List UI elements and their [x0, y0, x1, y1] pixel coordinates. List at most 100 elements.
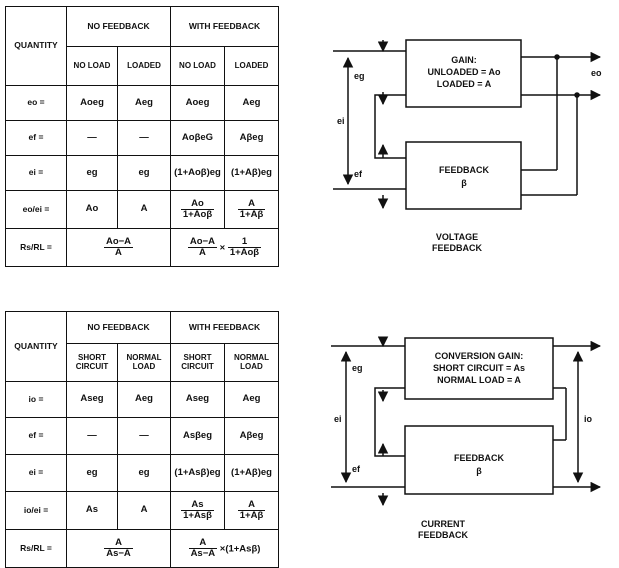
feedback-beta: β	[476, 466, 482, 476]
numerator: Ao−A	[103, 235, 134, 248]
gain-title: CONVERSION GAIN:	[435, 351, 524, 361]
table-header-row: QUANTITY NO FEEDBACK WITH FEEDBACK	[5, 311, 279, 382]
table-row: Rs/RL = Ao−A A Ao−A A × 1 1+Aoβ	[5, 228, 279, 267]
row-label: Rs/RL =	[5, 228, 67, 267]
times-sign: ×	[219, 242, 226, 254]
table-cell: A	[117, 190, 171, 229]
table-cell: (1+Asβ)eg	[170, 454, 225, 492]
numerator: A	[188, 537, 218, 549]
ei-label: ei	[334, 414, 342, 424]
table-cell: eg	[117, 454, 171, 492]
voltage-diagram-labels: GAIN: UNLOADED = Ao LOADED = A FEEDBACK …	[337, 55, 602, 253]
row-label: ei =	[5, 155, 67, 191]
denominator: 1+Asβ	[183, 510, 212, 521]
table-row: ef = — — AoβeG Aβeg	[5, 120, 279, 156]
subheader-fb-normal-load: NORMAL LOAD	[224, 343, 279, 382]
current-feedback-table: QUANTITY NO FEEDBACK WITH FEEDBACK SHORT…	[5, 311, 279, 568]
table-row: eo/ei = Ao A Ao 1+Aoβ A 1+Aβ	[5, 190, 279, 229]
table-cell: eg	[66, 155, 118, 191]
denominator: 1+Aβ	[239, 209, 264, 220]
gain-title: GAIN:	[451, 55, 477, 65]
numerator: Ao	[180, 198, 215, 210]
table-subheader-row: NO LOAD LOADED NO LOAD LOADED	[6, 46, 279, 86]
inner-loop-wire	[374, 94, 406, 159]
eo-label: eo	[591, 68, 602, 78]
table-cell: Ao 1+Aoβ	[170, 190, 225, 229]
denominator: A	[198, 247, 206, 258]
table-cell: AoβeG	[170, 120, 225, 156]
table-cell: As 1+Asβ	[170, 491, 225, 530]
numerator: A	[237, 198, 266, 210]
fraction: Ao−A A	[103, 235, 134, 259]
feedback-title: FEEDBACK	[454, 453, 505, 463]
table-cell: —	[66, 417, 118, 455]
numerator: A	[104, 537, 133, 549]
fraction: As 1+Asβ	[181, 499, 214, 522]
subheader-fb-no-load: NO LOAD	[170, 46, 225, 86]
table-cell: A 1+Aβ	[224, 190, 279, 229]
quantity-header: QUANTITY	[5, 311, 67, 382]
fraction: 1 1+Aoβ	[227, 236, 262, 259]
ef-label: ef	[354, 169, 363, 179]
table-cell: A 1+Aβ	[224, 491, 279, 530]
ei-label: ei	[337, 116, 345, 126]
times-factor: ×(1+Asβ)	[219, 543, 261, 555]
subheader-short-circuit: SHORT CIRCUIT	[66, 343, 118, 382]
denominator: As−A	[190, 548, 216, 559]
table-cell: —	[117, 120, 171, 156]
table-cell: Aeg	[117, 85, 171, 121]
table-row: ef = — — Asβeg Aβeg	[5, 417, 279, 455]
table-row: ei = eg eg (1+Asβ)eg (1+Aβ)eg	[5, 454, 279, 492]
table-cell: (1+Aβ)eg	[224, 454, 279, 492]
gain-normal-load: NORMAL LOAD = A	[437, 375, 521, 385]
eg-label: eg	[352, 363, 363, 373]
fraction: A As−A	[104, 537, 133, 560]
subheader-loaded: LOADED	[117, 46, 171, 86]
row-label: io/ei =	[5, 491, 67, 530]
caption-line-1: VOLTAGE	[436, 232, 478, 242]
table-cell: (1+Aoβ)eg	[170, 155, 225, 191]
gain-unloaded: UNLOADED = Ao	[428, 67, 501, 77]
conversion-gain-block	[404, 337, 554, 400]
denominator: 1+Aoβ	[182, 209, 213, 220]
table-row: io/ei = As A As 1+Asβ A 1+Aβ	[5, 491, 279, 530]
table-row: ei = eg eg (1+Aoβ)eg (1+Aβ)eg	[5, 155, 279, 191]
current-diagram-labels: CONVERSION GAIN: SHORT CIRCUIT = As NORM…	[334, 351, 593, 540]
row-label: io =	[5, 381, 67, 418]
ef-label: ef	[352, 464, 361, 474]
row-label: ef =	[5, 417, 67, 455]
table-row: eo = Aoeg Aeg Aoeg Aeg	[5, 85, 279, 121]
voltage-feedback-diagram	[333, 39, 602, 210]
table-cell: Asβeg	[170, 417, 225, 455]
denominator: 1+Aoβ	[229, 247, 260, 258]
denominator: As−A	[106, 548, 131, 559]
fraction: A 1+Aβ	[237, 499, 266, 522]
table-row: Rs/RL = A As−A A As−A ×(1+Asβ)	[5, 529, 279, 568]
eg-label: eg	[354, 71, 365, 81]
row-label: ei =	[5, 454, 67, 492]
fraction: A 1+Aβ	[237, 198, 266, 221]
table-cell: eg	[117, 155, 171, 191]
table-cell: Aseg	[170, 381, 225, 418]
feedback-block	[404, 425, 554, 495]
denominator: 1+Aβ	[239, 510, 264, 521]
gain-short-circuit: SHORT CIRCUIT = As	[433, 363, 525, 373]
numerator: As	[181, 499, 214, 511]
feedback-title: FEEDBACK	[439, 165, 490, 175]
table-cell: Aβeg	[224, 120, 279, 156]
row-label: ef =	[5, 120, 67, 156]
current-feedback-diagram	[331, 336, 602, 507]
feedback-beta: β	[461, 178, 467, 188]
io-label: io	[584, 414, 593, 424]
gain-loaded: LOADED = A	[437, 79, 492, 89]
table-cell: A As−A ×(1+Asβ)	[170, 529, 279, 568]
voltage-feedback-table: QUANTITY NO FEEDBACK WITH FEEDBACK NO LO…	[5, 6, 279, 267]
inner-loop-wire	[374, 387, 405, 457]
caption-line-2: FEEDBACK	[432, 243, 483, 253]
denominator: A	[115, 247, 122, 258]
table-cell: —	[117, 417, 171, 455]
numerator: 1	[227, 236, 262, 248]
table-cell: A As−A	[66, 529, 171, 568]
table-subheader-row: SHORT CIRCUIT NORMAL LOAD SHORT CIRCUIT …	[6, 343, 279, 382]
